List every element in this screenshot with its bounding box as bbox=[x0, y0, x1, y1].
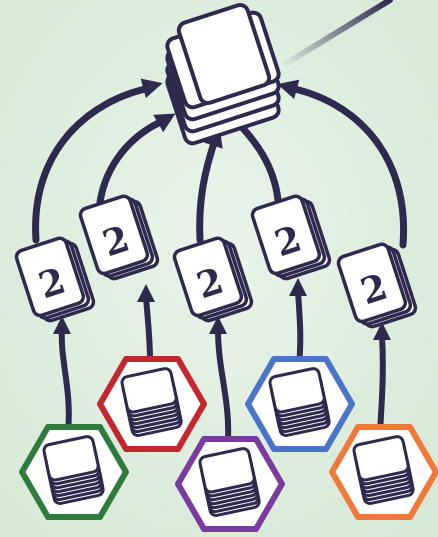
source-deck-orange bbox=[332, 427, 436, 517]
arrow-orange-deck bbox=[380, 336, 383, 432]
source-deck-blue bbox=[248, 359, 352, 449]
source-deck-green bbox=[22, 427, 126, 517]
source-deck-red bbox=[100, 359, 204, 449]
source-deck-purple bbox=[178, 439, 282, 529]
